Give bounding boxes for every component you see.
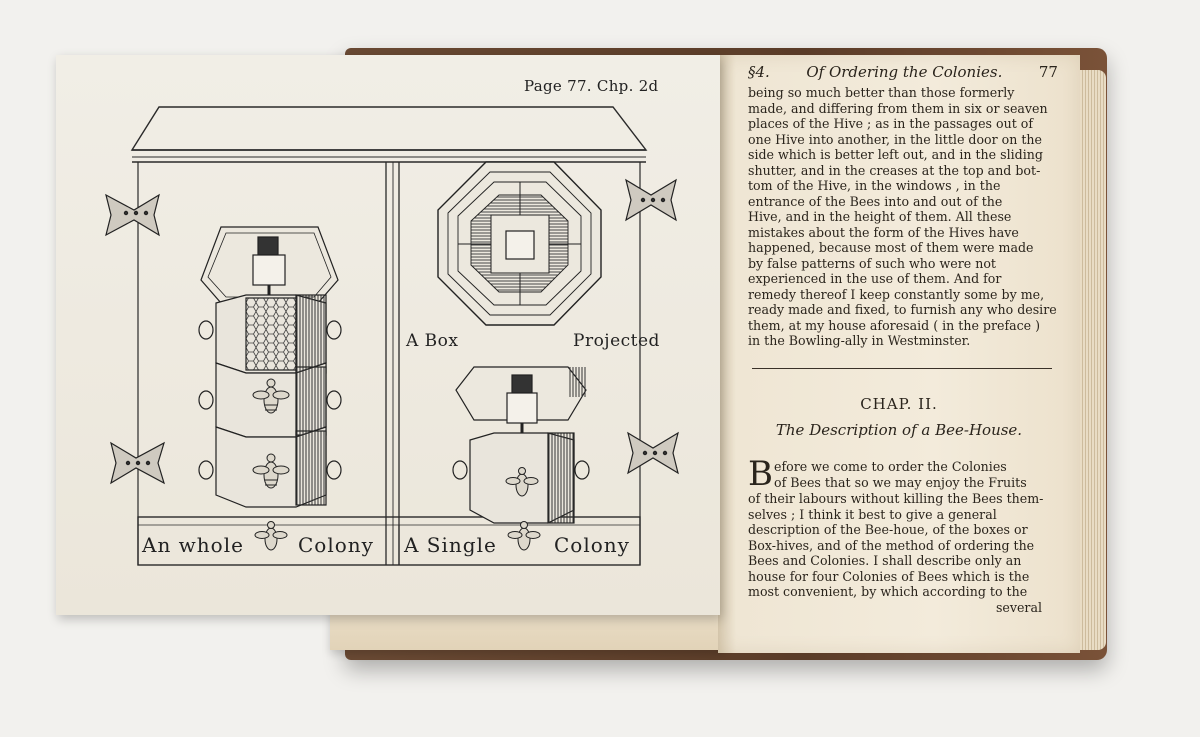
text-line: of their labours without killing the Bee… <box>748 491 1044 506</box>
bracket-ornament <box>105 193 160 237</box>
text-line: ready made and fixed, to furnish any who… <box>748 302 1057 317</box>
bee-figure <box>252 453 290 489</box>
text-line: them, at my house aforesaid ( in the pre… <box>748 317 1041 333</box>
bee-figure <box>507 521 541 551</box>
bee-figure <box>254 521 288 551</box>
text-line: shutter, and in the creases at the top a… <box>748 162 1041 178</box>
paragraph-continued: being so much better than those formerly… <box>748 85 1066 349</box>
text-line: efore we come to order the Colonies <box>774 459 1007 474</box>
text-line: selves ; I think it best to give a gener… <box>748 506 997 522</box>
text-line: entrance of the Bees into and out of the <box>748 193 1003 209</box>
text-line: mistakes about the form of the Hives hav… <box>748 224 1019 240</box>
page-edges <box>1080 70 1106 650</box>
text-line: remedy thereof I keep constantly some by… <box>748 286 1045 302</box>
label-a-box: A Box <box>406 331 459 351</box>
page-number: 77 <box>1038 63 1058 81</box>
text-line: several <box>995 599 1042 615</box>
text-line: most convenient, by which according to t… <box>748 584 1028 599</box>
chapter-title: CHAP. II. <box>860 395 938 413</box>
paragraph-second-line: of Bees that so we may enjoy the Fruits <box>774 475 1074 491</box>
text-line: Hive, and in the height of them. All the… <box>748 209 1012 224</box>
paragraph-first-line: efore we come to order the Colonies <box>774 459 1074 475</box>
text-line: side which is better left out, and in th… <box>748 147 1043 162</box>
chapter-subtitle: The Description of a Bee-House. <box>775 421 1023 439</box>
running-title: Of Ordering the Colonies. <box>806 63 1003 81</box>
engraved-plate: Page 77. Chp. 2d <box>56 55 720 615</box>
projected-box-diagram <box>437 161 602 326</box>
running-header: §4. Of Ordering the Colonies. 77 <box>748 63 1058 81</box>
text-line: description of the Bee-houe, of the boxe… <box>748 522 1028 537</box>
text-line: by false patterns of such who were not <box>748 255 996 271</box>
caption-an-whole: An whole <box>142 533 244 557</box>
text-line: Bees and Colonies. I shall describe only… <box>748 553 1022 568</box>
text-line: Box-hives, and of the method of ordering… <box>748 537 1035 553</box>
section-mark: §4. <box>748 63 770 81</box>
bee-house-frame <box>130 106 648 566</box>
bracket-ornament <box>625 178 677 222</box>
plate-header: Page 77. Chp. 2d <box>524 77 659 95</box>
plate-engraving <box>105 106 679 566</box>
text-line: places of the Hive ; as in the passages … <box>748 116 1034 131</box>
drop-cap: B <box>748 454 773 494</box>
text-line: experienced in the use of them. And for <box>748 271 1002 286</box>
bracket-ornament <box>110 441 165 485</box>
label-projected: Projected <box>573 331 660 351</box>
text-line: being so much better than those formerly <box>748 85 1015 100</box>
text-line: happened, because most of them were made <box>748 240 1034 255</box>
text-line: in the Bowling-ally in Westminster. <box>748 333 971 348</box>
single-colony-hive <box>452 366 590 524</box>
section-rule <box>752 368 1052 369</box>
right-text-page: §4. Of Ordering the Colonies. 77 being s… <box>718 55 1080 653</box>
bracket-ornament <box>627 431 679 475</box>
caption-colony-left: Colony <box>298 533 374 557</box>
text-line: one Hive into another, in the little doo… <box>748 131 1042 147</box>
paragraph-body: of their labours without killing the Bee… <box>748 491 1066 615</box>
caption-colony-right: Colony <box>554 533 630 557</box>
bee-figure <box>505 467 539 497</box>
text-line: tom of the Hive, in the windows , in the <box>748 178 1001 193</box>
text-line: house for four Colonies of Bees which is… <box>748 568 1030 584</box>
bee-figure <box>252 378 290 414</box>
text-line: of Bees that so we may enjoy the Fruits <box>774 475 1027 490</box>
text-line: made, and differing from them in six or … <box>748 100 1048 116</box>
caption-a-single: A Single <box>404 533 497 557</box>
